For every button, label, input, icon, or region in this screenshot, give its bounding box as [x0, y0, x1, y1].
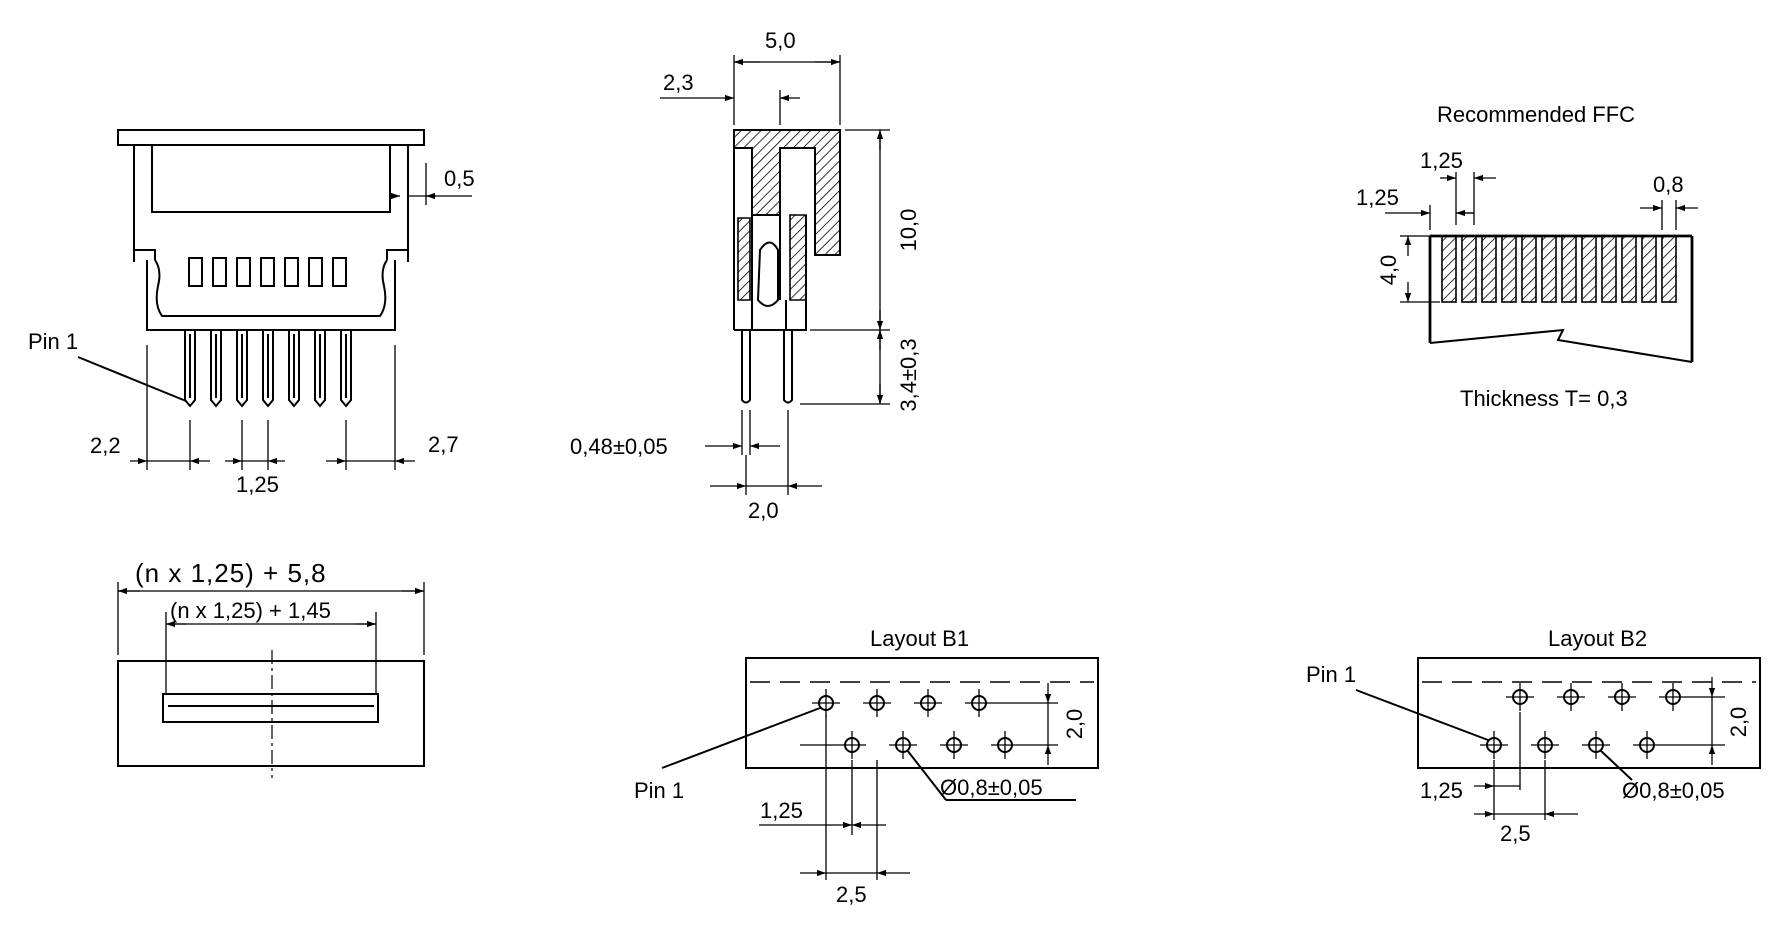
layout-b1: Layout B1 2,0 Pin 1 Ø0,8±0,05 [634, 626, 1099, 907]
pin1-label-b1: Pin 1 [634, 778, 684, 803]
dim-top-total: (n x 1,25) + 5,8 [135, 558, 327, 588]
dim-2-3: 2,3 [663, 70, 694, 95]
recommended-ffc: Recommended FFC 4,0 1,25 [1356, 102, 1698, 411]
ffc-conductors [1441, 235, 1677, 303]
dim-b1-dia: Ø0,8±0,05 [940, 775, 1043, 800]
pin1-label-front: Pin 1 [28, 329, 78, 354]
b2-holes-top [1506, 683, 1687, 711]
dim-b2-1-25: 1,25 [1420, 778, 1463, 803]
dim-0-5: 0,5 [444, 166, 475, 191]
dim-0-48: 0,48±0,05 [570, 434, 668, 459]
side-section-view: 5,0 2,3 10,0 3,4±0,3 0,48±0,05 2,0 [570, 28, 921, 523]
dim-b2-2-5: 2,5 [1500, 821, 1531, 846]
front-pins [184, 331, 352, 408]
dim-1-25-front: 1,25 [236, 472, 279, 497]
pin1-label-b2: Pin 1 [1306, 662, 1356, 687]
dim-2-0-side: 2,0 [748, 498, 779, 523]
dim-2-2: 2,2 [90, 433, 121, 458]
dim-ffc-1-25-a: 1,25 [1420, 148, 1463, 173]
dim-0-8: 0,8 [1653, 172, 1684, 197]
front-view: 0,5 Pin 1 2,2 1,25 2,7 [28, 129, 475, 497]
layout-b1-title: Layout B1 [870, 626, 969, 651]
dim-5-0: 5,0 [765, 28, 796, 53]
layout-b2: Layout B2 2,0 Pin 1 Ø0,8±0,05 1,25 [1306, 626, 1761, 846]
contact-windows [188, 257, 347, 287]
b1-holes-bottom [838, 731, 1019, 759]
dim-b1-2-5: 2,5 [836, 882, 867, 907]
top-view: (n x 1,25) + 5,8 (n x 1,25) + 1,45 [117, 558, 425, 778]
ffc-title: Recommended FFC [1437, 102, 1635, 127]
dim-10-0: 10,0 [896, 209, 921, 252]
layout-b2-title: Layout B2 [1548, 626, 1647, 651]
dim-b2-2-0: 2,0 [1726, 707, 1751, 738]
dim-4-0: 4,0 [1376, 255, 1401, 286]
b2-holes-bottom [1480, 731, 1661, 759]
dim-ffc-1-25-b: 1,25 [1356, 185, 1399, 210]
dim-b1-1-25: 1,25 [760, 798, 803, 823]
dim-2-7: 2,7 [428, 432, 459, 457]
dim-b2-dia: Ø0,8±0,05 [1622, 778, 1725, 803]
ffc-thickness: Thickness T= 0,3 [1460, 386, 1628, 411]
dim-3-4: 3,4±0,3 [896, 338, 921, 411]
b1-holes-top [812, 689, 993, 717]
dim-b1-2-0: 2,0 [1062, 709, 1087, 740]
dim-top-inner: (n x 1,25) + 1,45 [170, 598, 331, 623]
